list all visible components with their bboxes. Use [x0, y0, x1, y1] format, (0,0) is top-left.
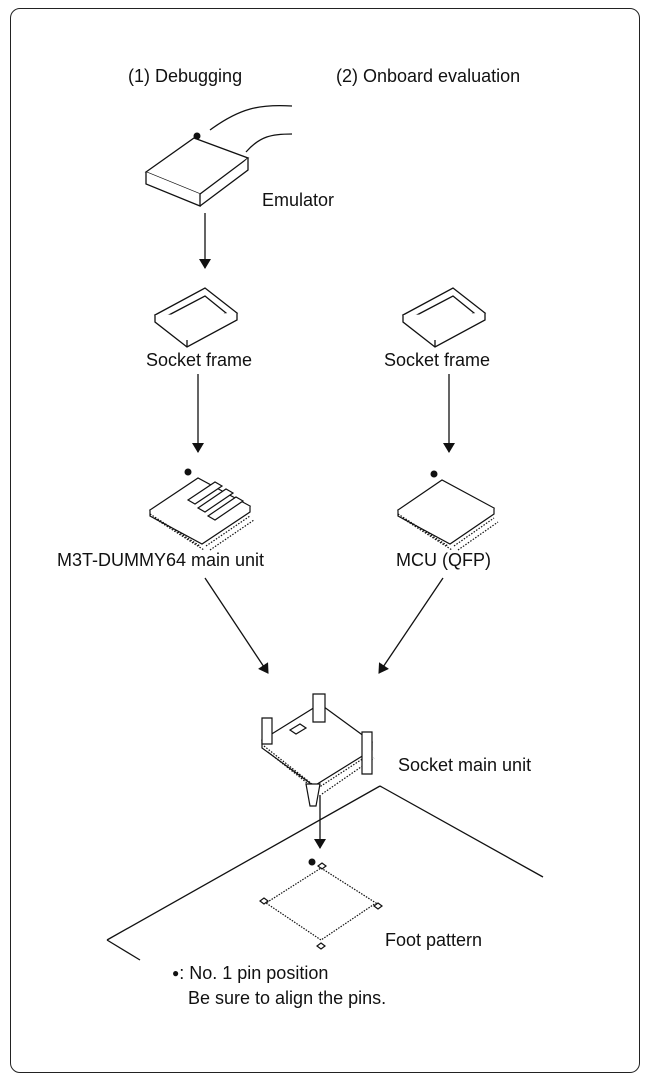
label-socket-main-unit: Socket main unit: [398, 755, 532, 775]
legend-align-note: Be sure to align the pins.: [188, 988, 387, 1008]
label-socket-frame-left: Socket frame: [146, 350, 253, 370]
socket-frame-right-illustration: [401, 287, 487, 348]
pin1-dot: [430, 470, 438, 478]
pin1-dot: [308, 858, 316, 866]
label-mcu: MCU (QFP): [396, 550, 491, 570]
label-dummy-unit: M3T-DUMMY64 main unit: [57, 550, 265, 570]
label-emulator: Emulator: [262, 190, 335, 210]
board-outline: [106, 785, 544, 961]
heading-onboard-evaluation: (2) Onboard evaluation: [336, 66, 521, 86]
label-socket-frame-right: Socket frame: [384, 350, 491, 370]
mcu-illustration: [396, 470, 499, 551]
socket-frame-left-illustration: [153, 287, 239, 348]
pin1-marker-icon: ●: [172, 966, 180, 980]
label-foot-pattern: Foot pattern: [385, 930, 483, 950]
arrow-mcu-to-socket: [378, 577, 444, 674]
dummy-unit-illustration: [148, 468, 255, 551]
legend-pin1: ●: No. 1 pin position: [172, 963, 328, 983]
socket-main-unit-illustration: [260, 693, 375, 807]
heading-debugging: (1) Debugging: [128, 66, 243, 86]
pin1-dot: [184, 468, 192, 476]
pin1-legend-text: : No. 1 pin position: [179, 963, 329, 983]
arrow-dummy-to-socket: [204, 577, 269, 674]
emulator-illustration: [144, 104, 293, 207]
pin1-dot: [193, 132, 201, 140]
foot-pattern-illustration: [259, 858, 383, 950]
